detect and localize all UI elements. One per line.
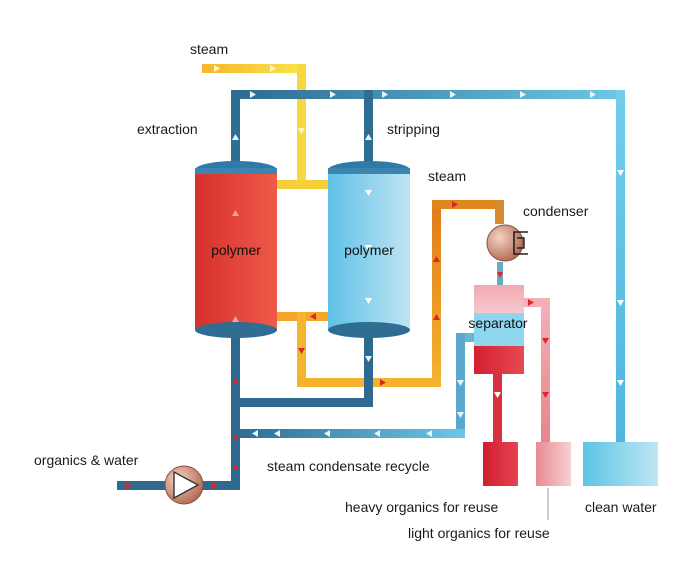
- clean-water-tank: [583, 442, 658, 486]
- condenser: [486, 224, 528, 262]
- light-organics-down: [541, 298, 550, 444]
- condenser-coil-icon: [513, 231, 528, 255]
- flow-arrow-icon: [365, 134, 372, 140]
- extraction-vessel: polymer: [195, 161, 277, 338]
- light-organics-top: [522, 298, 550, 307]
- separator: separator: [468, 285, 528, 374]
- flow-arrow-icon: [617, 170, 624, 176]
- bottom-crossover: [231, 398, 373, 407]
- flow-arrow-icon: [528, 299, 534, 306]
- flow-arrow-icon: [214, 65, 220, 72]
- separator-return-short: [456, 333, 478, 342]
- flow-arrow-icon: [520, 91, 526, 98]
- condensate-recycle-label: steam condensate recycle: [267, 458, 430, 474]
- clean-water-label: clean water: [585, 499, 657, 515]
- separator-label: separator: [468, 315, 527, 331]
- labels: steam extraction stripping steam condens…: [34, 41, 657, 541]
- extraction-label: extraction: [137, 121, 198, 137]
- recycle-bottom: [231, 429, 465, 438]
- steam-down-pipe: [297, 64, 306, 186]
- top-water-header: [231, 90, 625, 99]
- flow-arrow-icon: [433, 256, 440, 262]
- flow-arrow-icon: [232, 378, 239, 384]
- flow-arrow-icon: [380, 379, 386, 386]
- heavy-organics-label: heavy organics for reuse: [345, 499, 499, 515]
- flow-arrow-icon: [298, 348, 305, 354]
- heavy-organics-down: [493, 372, 502, 444]
- stripping-vessel: polymer: [328, 161, 410, 338]
- flow-arrow-icon: [212, 482, 218, 489]
- flow-arrow-icon: [452, 201, 458, 208]
- condenser-inlet: [495, 200, 504, 224]
- organics-water-label: organics & water: [34, 452, 139, 468]
- flow-arrow-icon: [252, 430, 258, 437]
- flow-arrow-icon: [250, 91, 256, 98]
- flow-arrow-icon: [382, 91, 388, 98]
- steam-inlet-label: steam: [190, 41, 228, 57]
- steam-to-condenser: [432, 200, 504, 209]
- flow-arrow-icon: [310, 313, 316, 320]
- flow-arrow-icon: [232, 316, 239, 322]
- flow-arrow-icon: [450, 91, 456, 98]
- flow-arrow-icon: [426, 430, 432, 437]
- flow-arrow-icon: [497, 272, 503, 278]
- flow-arrow-icon: [232, 210, 239, 216]
- flow-arrow-icon: [324, 430, 330, 437]
- flow-arrow-icon: [494, 392, 501, 398]
- flow-arrow-icon: [365, 356, 372, 362]
- flow-arrow-icon: [330, 91, 336, 98]
- flow-arrow-icon: [374, 430, 380, 437]
- vessel-right-label: polymer: [344, 242, 394, 258]
- flow-arrow-icon: [457, 412, 464, 418]
- flow-arrow-icon: [365, 298, 372, 304]
- flow-arrow-icon: [365, 245, 372, 251]
- heavy-organics-tank: [483, 442, 518, 486]
- flow-arrow-icon: [298, 128, 305, 134]
- flow-arrow-icon: [274, 430, 280, 437]
- flow-arrow-icon: [270, 65, 276, 72]
- steam-right-label: steam: [428, 168, 466, 184]
- steam-crossover-pipe: [276, 180, 331, 189]
- flow-arrows: [126, 65, 624, 489]
- flow-arrow-icon: [542, 338, 549, 344]
- stripping-riser: [364, 90, 373, 170]
- steam-inlet-pipe: [202, 64, 306, 73]
- flow-arrow-icon: [617, 380, 624, 386]
- flow-arrow-icon: [617, 300, 624, 306]
- extraction-riser: [231, 90, 240, 170]
- pump-triangle-icon: [173, 470, 200, 500]
- flow-arrow-icon: [590, 91, 596, 98]
- stripping-bottom-outlet: [364, 332, 373, 406]
- flow-arrow-icon: [542, 392, 549, 398]
- flow-arrow-icon: [232, 134, 239, 140]
- extraction-bottom-outlet: [231, 332, 240, 490]
- stripping-label: stripping: [387, 121, 440, 137]
- flow-arrow-icon: [433, 314, 440, 320]
- flow-arrow-icon: [126, 482, 132, 489]
- steam-riser: [432, 200, 441, 387]
- flow-arrow-icon: [232, 464, 239, 470]
- flow-arrow-icon: [457, 380, 464, 386]
- vessel-left-label: polymer: [211, 242, 261, 258]
- flow-arrow-icon: [232, 434, 239, 440]
- clean-water-line: [616, 90, 625, 445]
- feed-pump: [164, 465, 204, 505]
- condenser-label: condenser: [523, 203, 589, 219]
- light-organics-tank: [536, 442, 571, 486]
- light-organics-label: light organics for reuse: [408, 525, 550, 541]
- flow-arrow-icon: [365, 190, 372, 196]
